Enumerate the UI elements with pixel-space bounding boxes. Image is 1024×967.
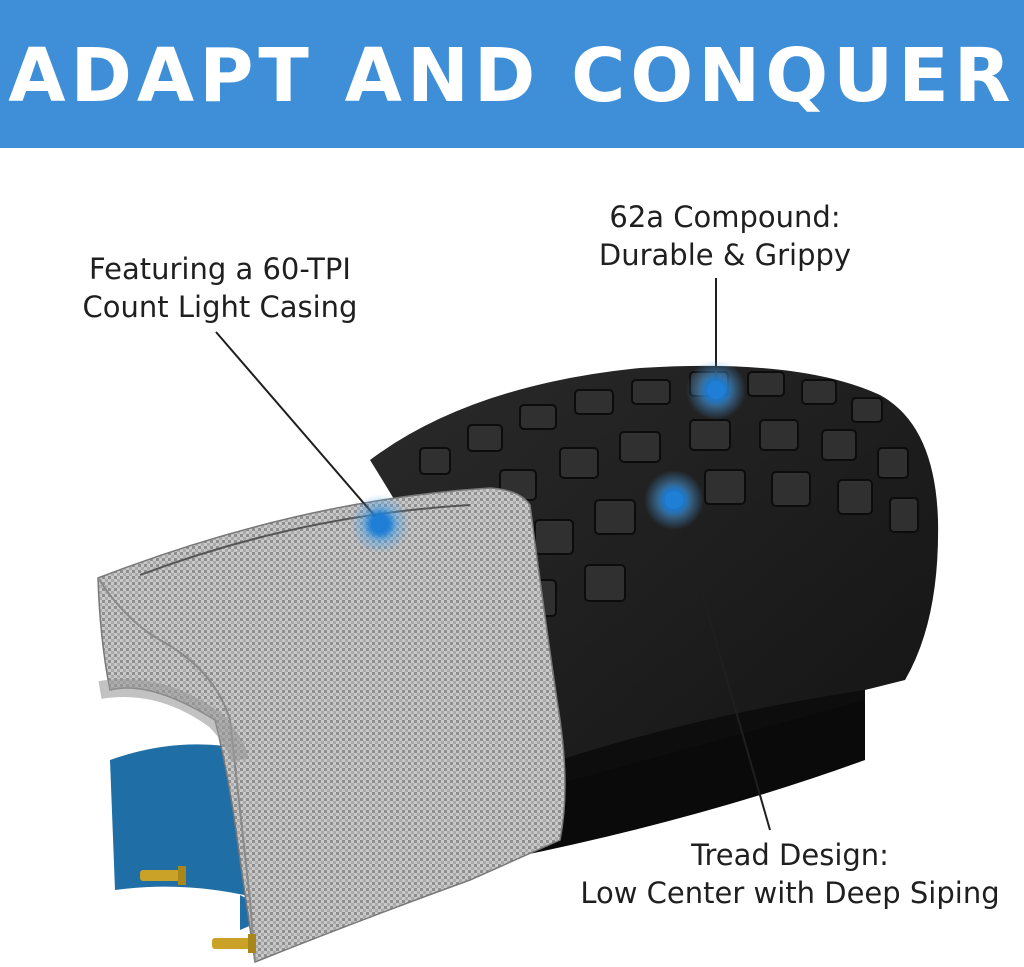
banner-title: ADAPT AND CONQUER <box>8 33 1016 119</box>
callout-compound-line2: Durable & Grippy <box>598 238 852 272</box>
callout-compound: 62a Compound: Durable & Grippy <box>560 198 890 274</box>
callout-tread-line1: Tread Design: <box>691 838 889 872</box>
marker-casing <box>350 494 410 554</box>
inner-tube <box>110 744 265 900</box>
callout-casing: Featuring a 60-TPI Count Light Casing <box>50 250 390 326</box>
valve-stem <box>140 866 256 953</box>
callout-tread-line2: Low Center with Deep Siping <box>580 876 1000 910</box>
callout-compound-line1: 62a Compound: <box>609 200 841 234</box>
header-banner: ADAPT AND CONQUER <box>0 0 1024 148</box>
callout-casing-line1: Featuring a 60-TPI <box>89 252 351 286</box>
marker-compound <box>686 360 746 420</box>
marker-tread <box>644 470 704 530</box>
callout-casing-line2: Count Light Casing <box>82 290 358 324</box>
callout-tread: Tread Design: Low Center with Deep Sipin… <box>570 836 1010 912</box>
casing-layer <box>97 487 566 964</box>
